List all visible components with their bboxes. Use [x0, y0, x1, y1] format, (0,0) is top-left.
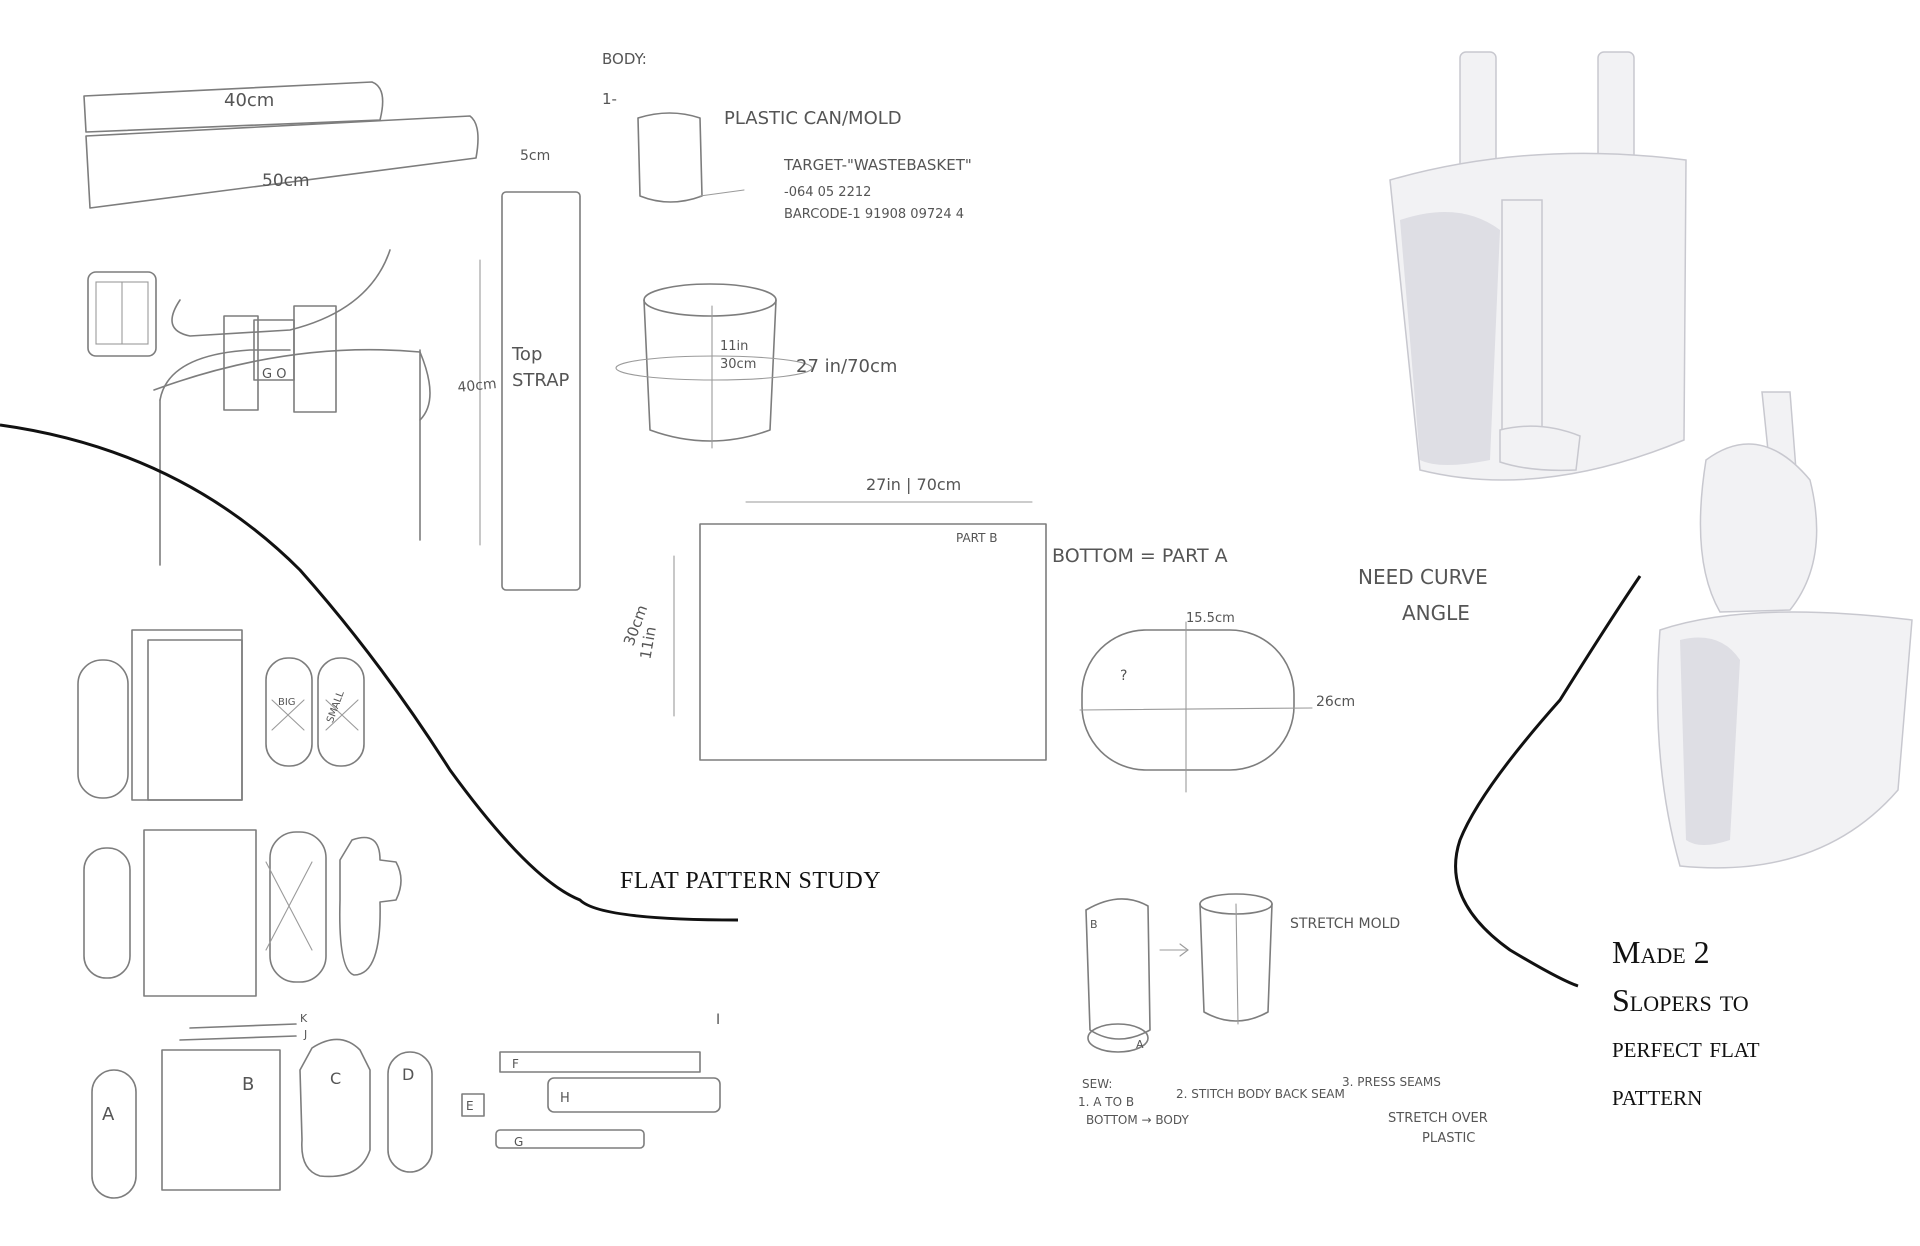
piece-h-label: H	[560, 1091, 570, 1106]
stretch-mold-label: STRETCH MOLD	[1290, 916, 1400, 932]
body-heading: BODY:	[602, 50, 647, 68]
made-line4: pattern	[1612, 1079, 1703, 1112]
strap-sketches: 40cm 50cm	[83, 81, 479, 209]
cyl-height-2: 30cm	[720, 357, 756, 372]
curve-right	[1454, 575, 1642, 988]
flat-pattern-study-title: FLAT PATTERN STUDY	[620, 868, 882, 894]
made-slopers-caption: Made 2 Slopers to perfect flat pattern	[1612, 928, 1760, 1120]
piece-f-label: F	[512, 1057, 519, 1071]
piece-a-label: A	[102, 1104, 115, 1125]
made-line1: Made 2	[1612, 934, 1710, 970]
target-label: TARGET-"WASTEBASKET"	[783, 156, 972, 174]
label-b-small: B	[1090, 918, 1098, 931]
oval-length-label: 26cm	[1316, 694, 1355, 710]
stitch-note: 2. STITCH BODY BACK SEAM	[1176, 1087, 1345, 1101]
press-note: 3. PRESS SEAMS	[1342, 1075, 1441, 1089]
barcode-label: BARCODE-1 91908 09724 4	[784, 207, 964, 222]
piece-i-label: I	[716, 1012, 720, 1028]
strap-5-label: 5cm	[520, 148, 550, 164]
sloper-photo-2	[1656, 391, 1913, 869]
step-1: 1-	[602, 90, 617, 108]
piece-b-label: B	[242, 1074, 254, 1095]
piece-j-label: J	[303, 1028, 307, 1041]
small-label: SMALL	[325, 689, 347, 724]
need-curve-line1: NEED CURVE	[1358, 565, 1488, 589]
need-curve-line2: ANGLE	[1402, 601, 1470, 625]
bottom-part-a: BOTTOM = PART A	[1052, 545, 1228, 567]
flat-pattern-pieces: BIG SMALL B A C D E K J F I H G	[77, 629, 721, 1199]
plastic-can-label: PLASTIC CAN/MOLD	[724, 108, 902, 129]
item-no-label: -064 05 2212	[784, 185, 871, 200]
cyl-height-1: 11in	[720, 339, 748, 354]
body-notes: BODY: 1- PLASTIC CAN/MOLD TARGET-"WASTEB…	[602, 50, 1488, 1146]
rect-height-2: 11in	[636, 625, 659, 660]
top-strap-line2: STRAP	[512, 370, 570, 391]
part-b-label: PART B	[956, 531, 998, 545]
sew-line3: BOTTOM → BODY	[1086, 1113, 1189, 1127]
oval-width-label: 15.5cm	[1186, 611, 1235, 626]
made-line3: perfect flat	[1612, 1031, 1760, 1064]
bag-strap-sketch: G O 40cm 5cm Top STRAP	[87, 148, 581, 591]
piece-c-label: C	[330, 1069, 341, 1088]
strap-height-label: 40cm	[457, 376, 498, 396]
made-line2: Slopers to	[1612, 982, 1749, 1018]
buckle-letters: G O	[262, 367, 286, 382]
piece-e-label: E	[466, 1099, 474, 1113]
sew-line1: SEW:	[1082, 1077, 1112, 1091]
curve-left	[0, 423, 739, 922]
top-strap-line1: Top	[511, 344, 542, 365]
sew-line2: 1. A TO B	[1078, 1095, 1134, 1109]
question-mark: ?	[1120, 668, 1127, 684]
strap-40-label: 40cm	[224, 90, 274, 111]
label-a-small: A	[1136, 1038, 1144, 1051]
circumference-label: 27 in/70cm	[796, 356, 897, 377]
stretch-over-line2: PLASTIC	[1422, 1131, 1475, 1146]
stretch-over-line1: STRETCH OVER	[1388, 1111, 1488, 1126]
strap-50-label: 50cm	[262, 171, 310, 191]
piece-d-label: D	[402, 1065, 414, 1084]
big-label: BIG	[278, 697, 296, 708]
piece-k-label: K	[300, 1012, 308, 1025]
piece-g-label: G	[514, 1135, 523, 1149]
sloper-photo-1	[1389, 51, 1687, 481]
rect-width-label: 27in | 70cm	[866, 475, 961, 494]
